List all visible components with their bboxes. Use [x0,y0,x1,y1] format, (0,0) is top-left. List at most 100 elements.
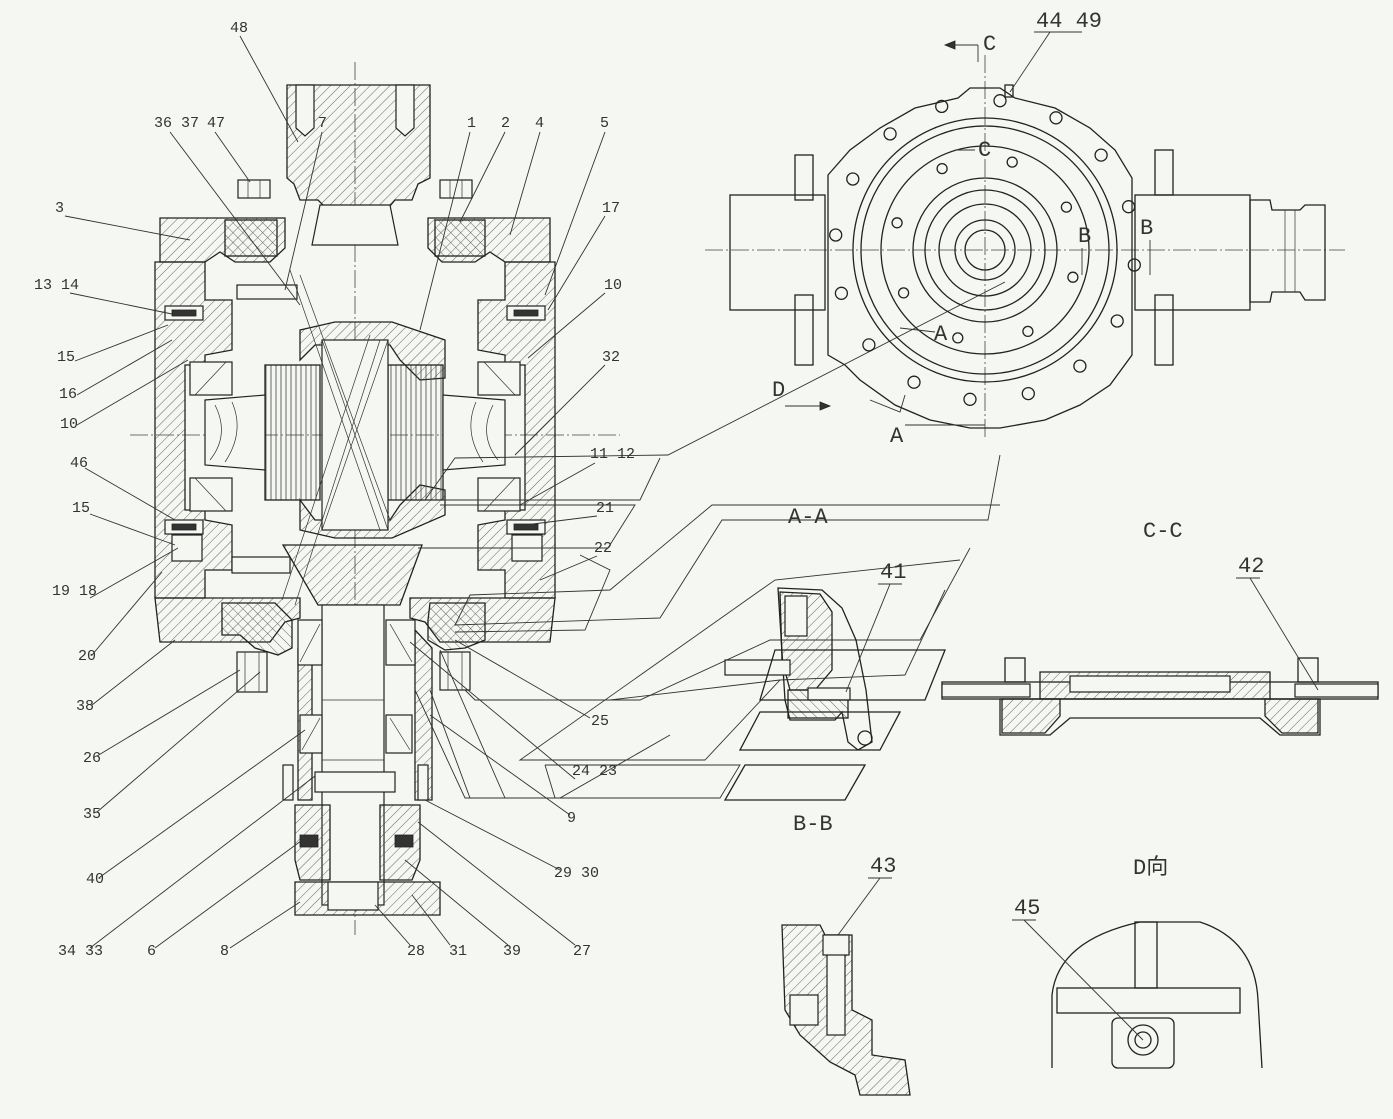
leader-28 [374,904,411,946]
top-bolt-head-left [237,179,271,199]
callout-5: 5 [600,115,609,132]
callout-32: 32 [602,349,620,366]
spring-coil-left-lower [171,523,197,531]
leader-8 [229,901,301,949]
leader-19-18 [89,547,179,599]
front-view: C C 44 49 B B A D A [705,9,1345,449]
callout-43: 43 [870,854,896,879]
half-shaft-left-spline [209,401,238,463]
half-shaft-left [204,394,266,471]
bolt-lower-head [171,534,203,562]
right-mount-tab-upper [1154,149,1174,196]
leader-2 [459,131,506,223]
half-shaft-right-spline [470,401,499,463]
callout-8: 8 [220,943,229,960]
callout-19-18: 19 18 [52,583,97,600]
callout-39: 39 [503,943,521,960]
flange-bolt-hole-left [295,84,315,137]
inner-bolt-hole [891,217,903,229]
leader-29-30 [424,799,561,871]
leader-48 [239,35,299,143]
leader-7 [284,131,323,291]
outer-bolt-hole [1049,111,1063,125]
callout-28: 28 [407,943,425,960]
outer-bolt-hole [935,99,949,114]
leader-47 [214,131,251,183]
leader-24-23 [409,641,576,780]
leader-17 [547,215,606,311]
shaft-center [964,229,1006,271]
band-outline [544,764,741,799]
bolt-upper-horizontal [236,284,298,300]
band-outline [454,454,1001,626]
cc-body [999,698,1321,736]
callout-11-12: 11 12 [590,446,635,463]
inner-bolt-hole [936,162,948,175]
callout-21: 21 [596,500,614,517]
roller-line [483,477,516,512]
side-gear-right [387,364,444,501]
shaft-bore [954,219,1016,281]
lower-cap-right [427,602,486,651]
lower-cap-left [221,602,293,656]
stud-left [282,764,294,801]
leader-26 [96,669,241,757]
section-c-inner-label: C [978,138,991,163]
outer-bolt-hole [1021,386,1035,401]
outer-bolt-hole [862,338,876,352]
bb-band [723,764,867,801]
callout-7: 7 [318,115,327,132]
leader-46 [84,467,176,521]
drive-pinion-head [281,544,423,606]
detail-43-view: 43 [781,854,911,1096]
roller-line [389,623,413,663]
callout-24-23: 24 23 [572,763,617,780]
left-mount-tab-upper [794,154,814,201]
leader-15-lower [89,513,176,546]
roller-line [389,717,411,751]
leader-10-right [527,292,606,359]
bearing-cap-ring-outer [852,117,1118,383]
bearing-right-upper [477,361,521,396]
callout-6: 6 [147,943,156,960]
section-callouts: 48 36 37 47 7 1 2 4 5 3 17 13 14 10 15 3… [34,20,635,960]
callout-27: 27 [573,943,591,960]
outer-bolt-hole [829,228,843,242]
callout-35: 35 [83,806,101,823]
hub-inner-ring [924,189,1046,311]
roller-line [299,623,321,663]
aa-hole [857,730,873,746]
callout-3: 3 [55,200,64,217]
yoke-seal-right [394,834,414,848]
main-section-view [130,62,620,935]
gear-tooth-line [289,269,381,531]
grease-fitting [1004,84,1014,98]
leader-35 [96,671,261,813]
leader-36-37 [169,131,301,306]
outer-bolt-hole [1121,200,1136,214]
cc-tower-right [1297,657,1319,683]
leader-39 [404,859,509,946]
inner-bolt-hole [1006,156,1018,168]
outer-bolt-hole [1094,148,1108,162]
leader-4 [509,131,541,236]
callout-13-14: 13 14 [34,277,79,294]
side-wall-left [154,261,233,599]
cap-block-right [434,219,486,257]
yoke-center-bore [327,881,379,911]
detail-43-bolt-head [822,934,850,956]
leader-15-upper [74,324,169,362]
leader-25 [454,639,591,719]
roller-line [301,717,321,751]
callout-44-49: 44 49 [1036,9,1102,34]
view-d-arrow-label: D [772,378,785,403]
band-outline [609,589,946,701]
callout-10-left: 10 [60,416,78,433]
yoke-seal-left [299,834,319,848]
bearing-cap-ring [860,125,1110,375]
leader-6 [154,837,306,949]
bb-band [759,649,946,701]
cc-tower-left [1004,657,1026,683]
roller-line [194,361,227,396]
